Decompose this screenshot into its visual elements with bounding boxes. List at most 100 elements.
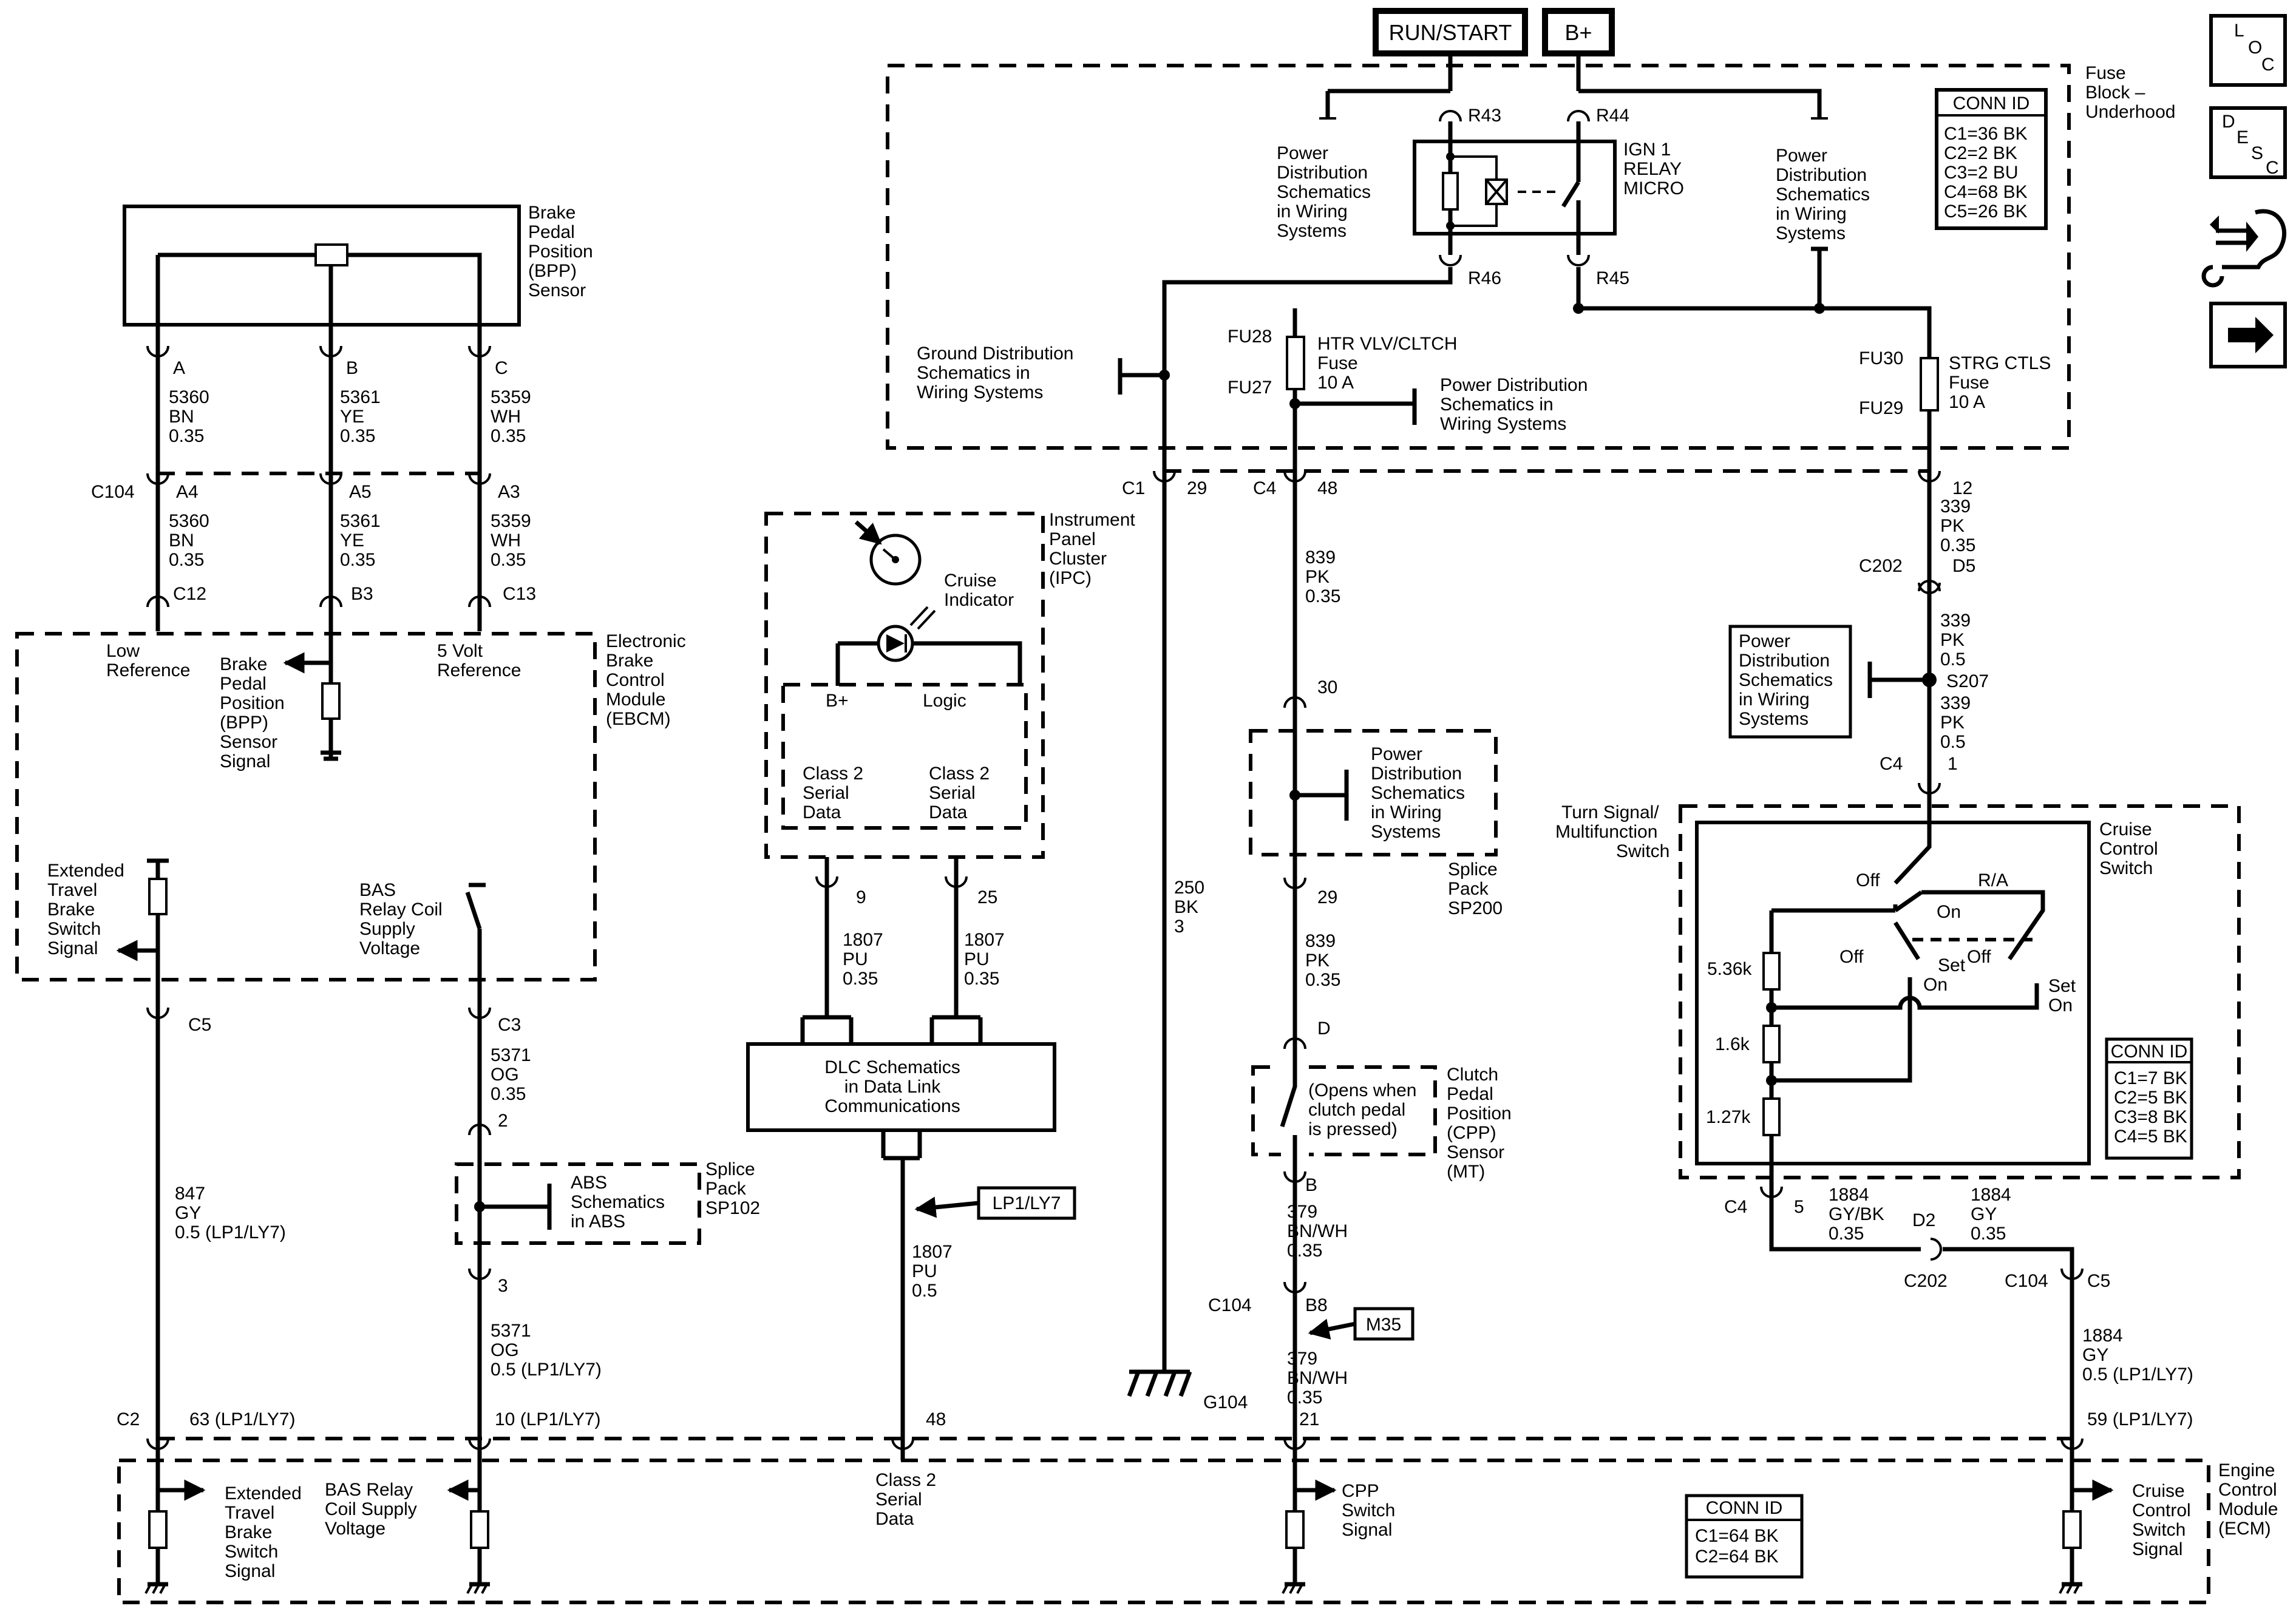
svg-text:Travel: Travel — [225, 1503, 274, 1523]
svg-text:CPP: CPP — [1342, 1481, 1379, 1501]
ccs-box — [1695, 821, 2091, 1165]
svg-text:Distribution: Distribution — [1739, 651, 1830, 671]
svg-text:Control: Control — [2099, 839, 2158, 859]
svg-text:Position: Position — [220, 693, 285, 713]
svg-text:Signal: Signal — [2132, 1539, 2182, 1559]
svg-text:On: On — [2048, 995, 2073, 1015]
sp102-outline — [455, 1162, 701, 1245]
svg-text:C202: C202 — [1859, 556, 1903, 576]
svg-text:D2: D2 — [1912, 1210, 1935, 1230]
svg-text:R45: R45 — [1596, 268, 1629, 288]
svg-text:379: 379 — [1287, 1349, 1317, 1369]
svg-text:0.35: 0.35 — [964, 969, 999, 989]
svg-text:C5=26 BK: C5=26 BK — [1944, 202, 2028, 222]
svg-text:29: 29 — [1187, 478, 1207, 498]
svg-text:48: 48 — [926, 1409, 946, 1429]
svg-text:D: D — [1317, 1019, 1331, 1039]
connector-tools-icon[interactable] — [2201, 209, 2287, 288]
svg-text:Distribution: Distribution — [1776, 165, 1867, 185]
svg-text:C4: C4 — [1724, 1197, 1747, 1217]
svg-text:Systems: Systems — [1739, 709, 1809, 729]
svg-text:Extended: Extended — [225, 1483, 302, 1503]
c4-12-connector: 12 — [1918, 470, 1972, 498]
svg-text:(MT): (MT) — [1447, 1162, 1485, 1182]
svg-text:Ground Distribution: Ground Distribution — [917, 344, 1073, 364]
svg-text:Switch: Switch — [225, 1542, 278, 1562]
svg-text:CONN ID: CONN ID — [1706, 1498, 1783, 1518]
svg-text:21: 21 — [1299, 1409, 1319, 1429]
pd-mid-text: Power Distribution Schematics in Wiring … — [1440, 375, 1588, 434]
svg-text:PU: PU — [964, 949, 990, 969]
next-page-button[interactable] — [2209, 302, 2287, 368]
svg-text:379: 379 — [1287, 1202, 1317, 1222]
r45-connector: R45 — [1567, 254, 1629, 288]
fuse-block-outline — [886, 64, 2071, 450]
svg-text:Cruise: Cruise — [2132, 1481, 2185, 1501]
svg-text:Communications: Communications — [824, 1096, 960, 1116]
svg-text:Switch: Switch — [2099, 858, 2153, 878]
svg-text:B3: B3 — [351, 584, 373, 604]
power-source-run-start: RUN/START — [1373, 8, 1528, 56]
svg-text:BN/WH: BN/WH — [1287, 1221, 1348, 1241]
svg-text:clutch pedal: clutch pedal — [1308, 1100, 1405, 1120]
svg-text:is pressed): is pressed) — [1308, 1119, 1398, 1139]
svg-text:Engine: Engine — [2218, 1460, 2275, 1480]
svg-text:C4: C4 — [1880, 754, 1903, 774]
svg-text:10 A: 10 A — [1949, 392, 1985, 412]
svg-text:Turn Signal/: Turn Signal/ — [1561, 802, 1659, 822]
svg-text:Brake: Brake — [220, 654, 267, 674]
svg-text:IGN 1: IGN 1 — [1623, 140, 1671, 160]
svg-text:R44: R44 — [1596, 106, 1629, 126]
svg-text:Signal: Signal — [220, 751, 270, 771]
svg-text:PK: PK — [1940, 516, 1965, 536]
svg-text:5359: 5359 — [491, 387, 531, 407]
svg-text:63 (LP1/LY7): 63 (LP1/LY7) — [189, 1409, 296, 1429]
svg-text:A4: A4 — [176, 482, 199, 502]
svg-text:Distribution: Distribution — [1371, 764, 1462, 784]
svg-text:0.35: 0.35 — [1287, 1388, 1322, 1408]
cpp-sensor-outline — [1251, 1065, 1437, 1156]
svg-text:C3=8 BK: C3=8 BK — [2114, 1107, 2187, 1127]
svg-text:Class 2: Class 2 — [929, 764, 990, 784]
svg-text:0.35: 0.35 — [1305, 586, 1340, 606]
fuse-block-title: Fuse Block – Underhood — [2085, 63, 2175, 122]
svg-text:Module: Module — [2218, 1499, 2278, 1519]
svg-text:BN: BN — [169, 531, 194, 551]
svg-text:1807: 1807 — [964, 930, 1005, 950]
svg-text:C1=7 BK: C1=7 BK — [2114, 1068, 2187, 1088]
svg-text:GY/BK: GY/BK — [1829, 1204, 1884, 1224]
svg-text:0.35: 0.35 — [1971, 1224, 2006, 1244]
loc-letter-c: C — [2261, 55, 2275, 75]
sp200-outline — [1249, 729, 1498, 856]
svg-text:Pedal: Pedal — [1447, 1084, 1493, 1104]
location-button[interactable]: L O C — [2209, 14, 2287, 87]
svg-text:Data: Data — [803, 802, 841, 822]
svg-text:(BPP): (BPP) — [220, 713, 268, 733]
svg-text:339: 339 — [1940, 611, 1971, 631]
svg-text:C4: C4 — [1253, 478, 1276, 498]
svg-text:in ABS: in ABS — [571, 1212, 625, 1232]
ebcm-outline — [15, 632, 597, 981]
svg-text:C3=2 BU: C3=2 BU — [1944, 163, 2019, 183]
svg-text:9: 9 — [856, 887, 866, 907]
svg-text:0.5 (LP1/LY7): 0.5 (LP1/LY7) — [491, 1360, 602, 1380]
ground-distribution-text: Ground Distribution Schematics in Wiring… — [917, 344, 1073, 402]
dlc-box: DLC Schematics in Data Link Communicatio… — [746, 1042, 1056, 1132]
svg-text:Switch: Switch — [1342, 1500, 1395, 1520]
lp1-ly7-tag: LP1/LY7 — [914, 1186, 1076, 1220]
svg-text:5361: 5361 — [340, 387, 381, 407]
svg-text:Brake: Brake — [47, 900, 95, 920]
svg-text:0.35: 0.35 — [169, 426, 204, 446]
svg-text:Signal: Signal — [1342, 1520, 1392, 1540]
svg-text:0.5 (LP1/LY7): 0.5 (LP1/LY7) — [175, 1222, 286, 1242]
